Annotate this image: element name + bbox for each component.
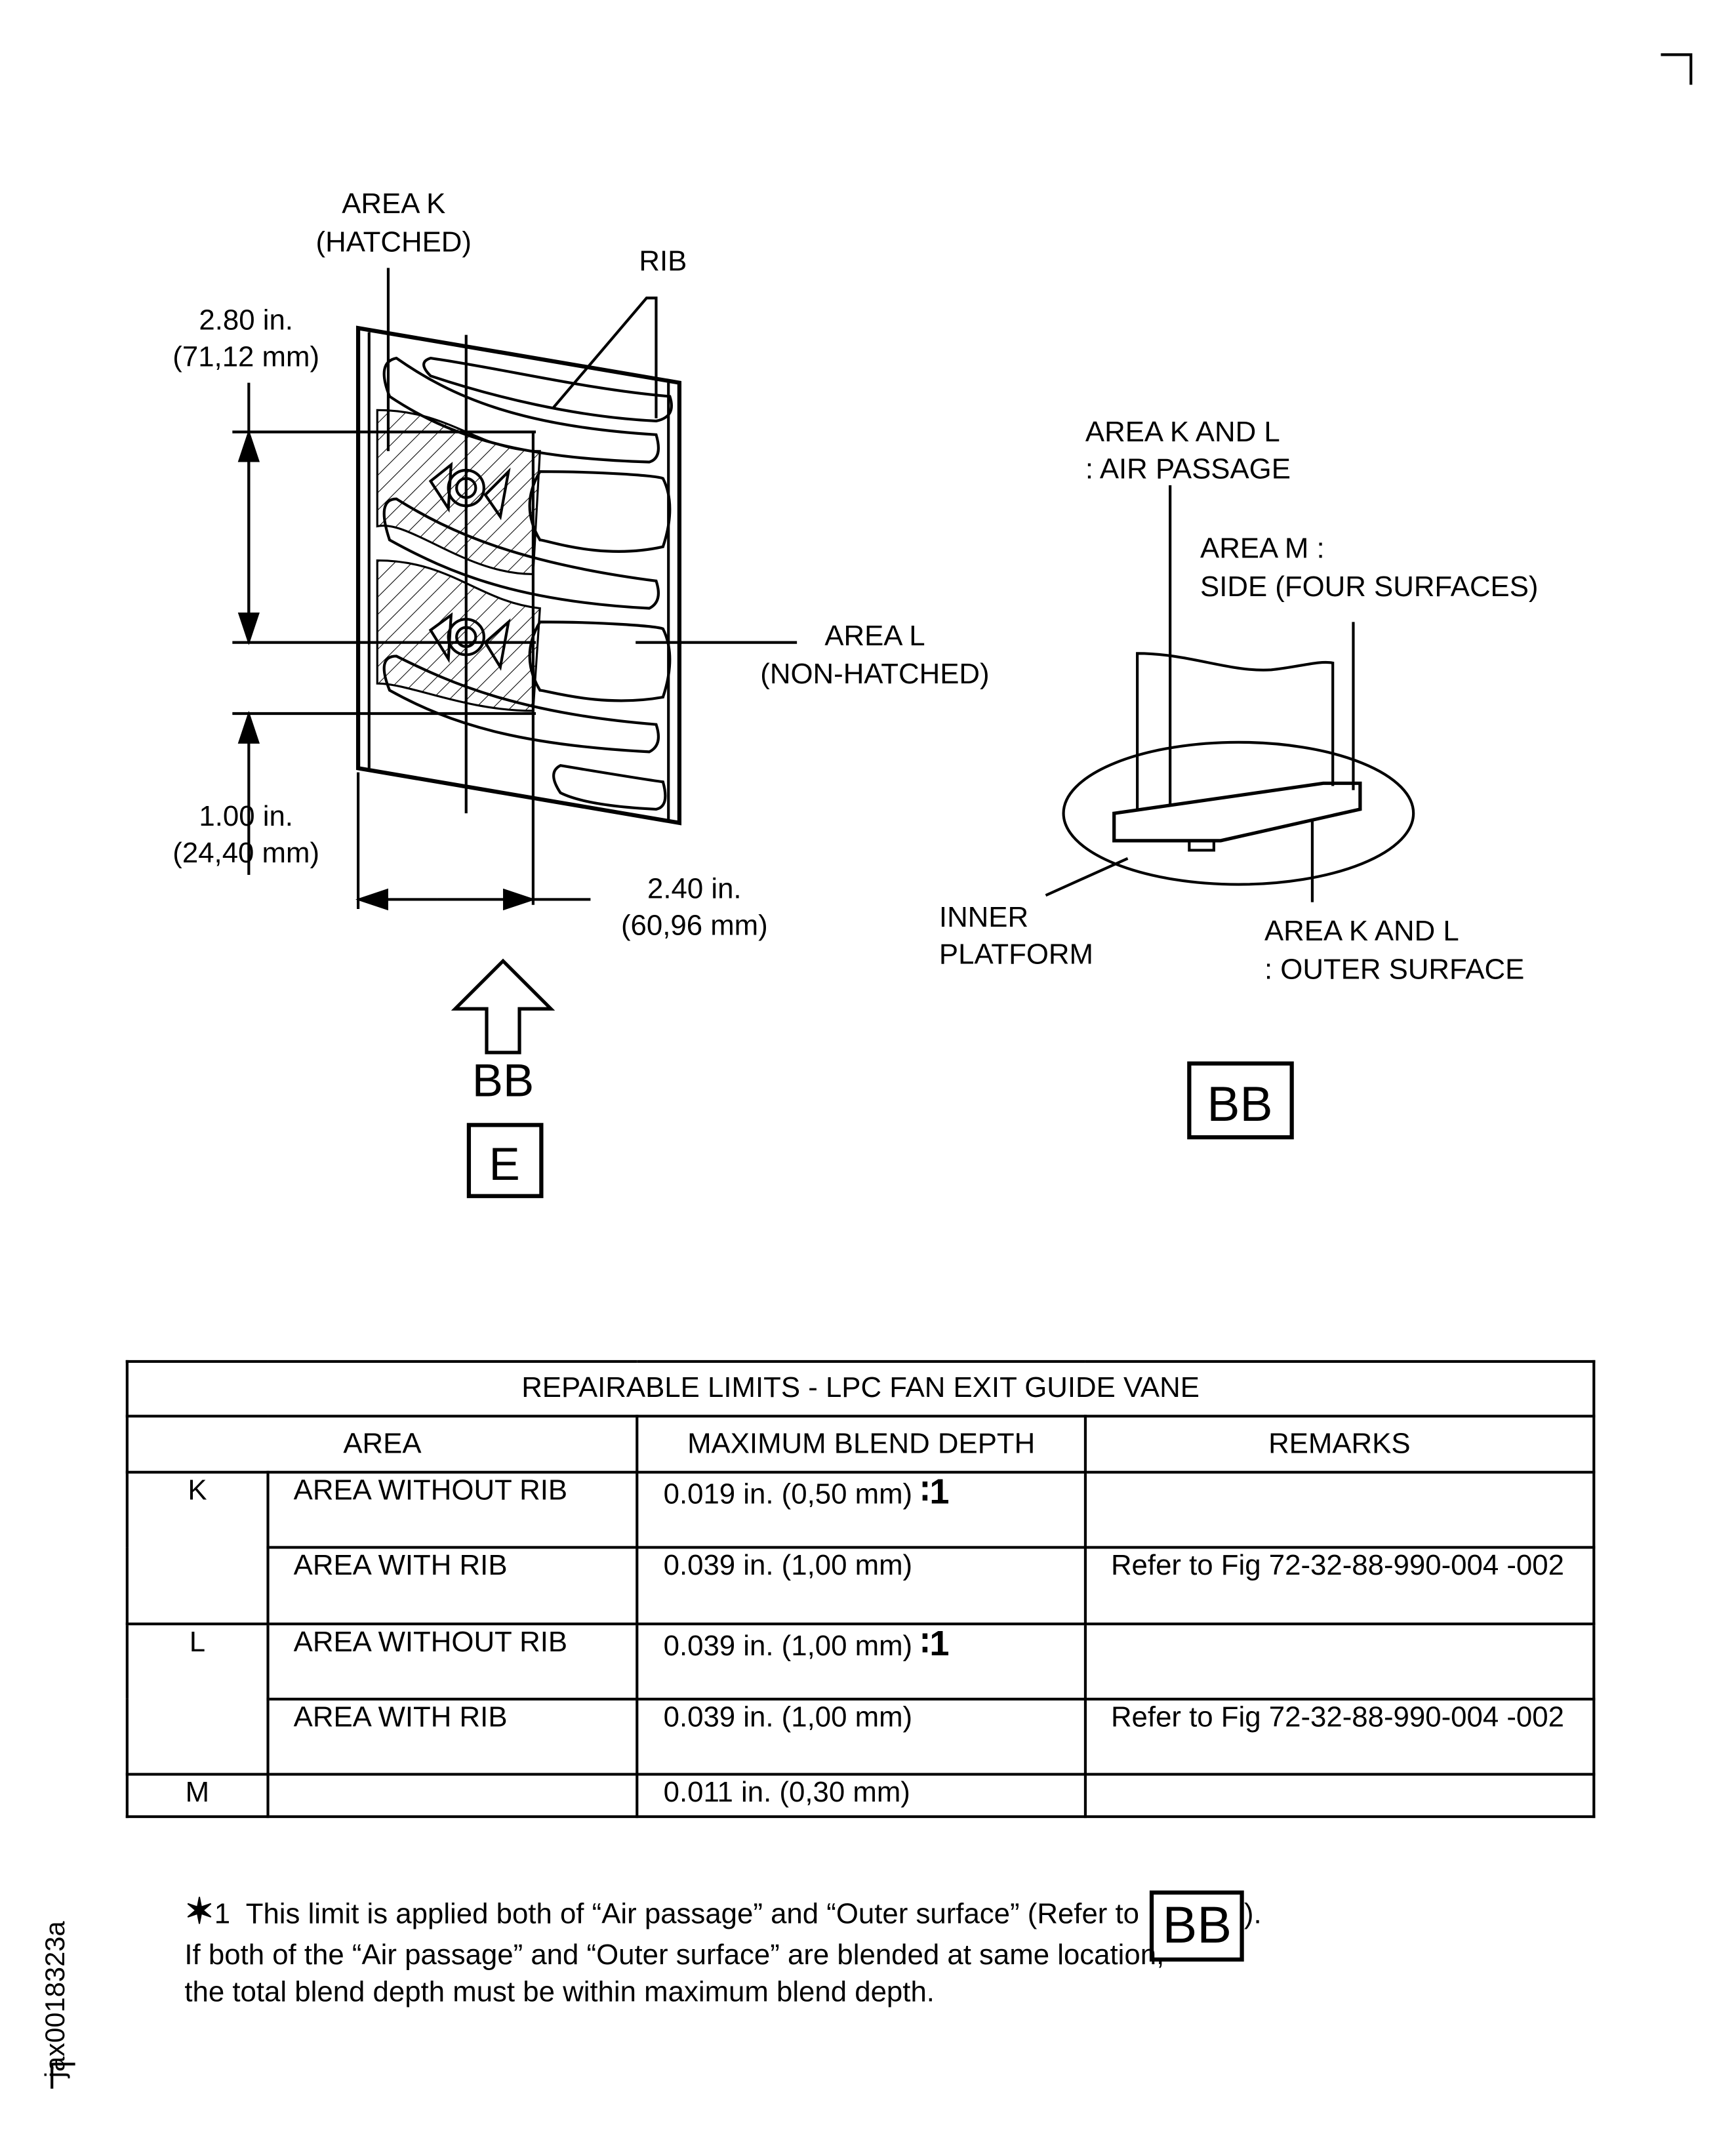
rib-label: RIB xyxy=(639,245,687,277)
view-arrow-label: BB xyxy=(472,1055,535,1107)
remarks-cell xyxy=(1083,1773,1596,1819)
inner-platform-label: INNER xyxy=(939,901,1028,933)
air-passage-sub: : AIR PASSAGE xyxy=(1085,453,1291,485)
dim-240-in: 2.40 in. xyxy=(647,872,742,904)
remarks-cell xyxy=(1083,1470,1596,1549)
corner-mark xyxy=(1661,53,1693,85)
area-k-label: AREA K xyxy=(342,188,445,220)
table-row: K AREA WITHOUT RIB 0.019 in. (0,50 mm) ∶… xyxy=(125,1470,1596,1626)
footnote-star-icon: ✶ xyxy=(184,1890,214,1932)
area-cell: L xyxy=(125,1623,270,1776)
area-cell: K xyxy=(125,1470,270,1626)
depth-value: 0.039 in. (1,00 mm) xyxy=(663,1630,913,1663)
repairable-limits-table: REPAIRABLE LIMITS - LPC FAN EXIT GUIDE V… xyxy=(125,1360,1596,1819)
dim-240-mm: (60,96 mm) xyxy=(621,910,768,942)
table-row: M 0.011 in. (0,30 mm) xyxy=(125,1773,1596,1819)
sub-area-cell: AREA WITHOUT RIB xyxy=(266,1623,639,1701)
footnote: ✶1 This limit is applied both of “Air pa… xyxy=(184,1890,1551,2011)
view-e-label: E xyxy=(489,1139,519,1190)
footnote-line-3: the total blend depth must be within max… xyxy=(184,1976,935,2008)
air-passage-label: AREA K AND L xyxy=(1085,416,1280,448)
dim-280-mm: (71,12 mm) xyxy=(172,341,319,373)
sub-area-cell xyxy=(266,1773,639,1819)
area-l-label: AREA L xyxy=(824,620,925,652)
remarks-cell: Refer to Fig 72-32-88-990-004 -002 xyxy=(1083,1697,1596,1776)
table-row: L AREA WITHOUT RIB 0.039 in. (1,00 mm) ∶… xyxy=(125,1623,1596,1776)
footnote-number: 1 xyxy=(214,1899,231,1931)
footnote-line-1: This limit is applied both of “Air passa… xyxy=(245,1899,1140,1931)
dim-100-mm: (24,40 mm) xyxy=(172,837,319,869)
vane-side-view xyxy=(1045,485,1415,1140)
remarks-cell: Refer to Fig 72-32-88-990-004 -002 xyxy=(1083,1546,1596,1626)
header-area: AREA xyxy=(125,1415,639,1474)
area-cell: M xyxy=(125,1773,270,1819)
outer-surface-label: AREA K AND L xyxy=(1264,915,1459,947)
footnote-marker: ∶1 xyxy=(920,1470,950,1512)
table-row: AREA WITH RIB 0.039 in. (1,00 mm) Refer … xyxy=(127,1697,1596,1776)
remarks-cell xyxy=(1083,1623,1596,1701)
figure-id: jax0018323a xyxy=(41,1921,71,2078)
footnote-bb-box: BB xyxy=(1150,1890,1244,1962)
area-m-sub: SIDE (FOUR SURFACES) xyxy=(1200,571,1539,603)
view-arrow-icon xyxy=(451,958,555,1055)
header-depth: MAXIMUM BLEND DEPTH xyxy=(636,1415,1087,1474)
corner-mark-bottom xyxy=(50,2063,75,2089)
depth-value: 0.039 in. (1,00 mm) xyxy=(636,1546,1087,1626)
outer-surface-sub: : OUTER SURFACE xyxy=(1264,953,1524,985)
view-e-box xyxy=(466,1123,544,1198)
footnote-line-2: If both of the “Air passage” and “Outer … xyxy=(184,1939,1165,1971)
sub-area-cell: AREA WITH RIB xyxy=(266,1697,639,1776)
table-title: REPAIRABLE LIMITS - LPC FAN EXIT GUIDE V… xyxy=(125,1360,1596,1418)
inner-platform-sub: PLATFORM xyxy=(939,938,1093,970)
view-bb-box xyxy=(1187,1061,1294,1140)
table-row: AREA WITH RIB 0.039 in. (1,00 mm) Refer … xyxy=(127,1546,1596,1626)
dim-100-in: 1.00 in. xyxy=(199,800,293,832)
view-bb-label: BB xyxy=(1207,1076,1272,1131)
depth-value: 0.011 in. (0,30 mm) xyxy=(636,1773,1087,1819)
area-m-label: AREA M : xyxy=(1200,532,1325,564)
footnote-marker: ∶1 xyxy=(920,1623,950,1664)
depth-value: 0.039 in. (1,00 mm) xyxy=(636,1697,1087,1776)
sub-area-cell: AREA WITHOUT RIB xyxy=(266,1470,639,1549)
area-l-sub: (NON-HATCHED) xyxy=(760,658,989,690)
dim-280-in: 2.80 in. xyxy=(199,304,293,336)
header-remarks: REMARKS xyxy=(1083,1415,1596,1474)
sub-area-cell: AREA WITH RIB xyxy=(266,1546,639,1626)
depth-value: 0.019 in. (0,50 mm) xyxy=(663,1479,913,1511)
area-k-sub: (HATCHED) xyxy=(316,226,472,258)
vane-front-view xyxy=(355,325,682,826)
footnote-line-1-end: ). xyxy=(1243,1899,1262,1931)
